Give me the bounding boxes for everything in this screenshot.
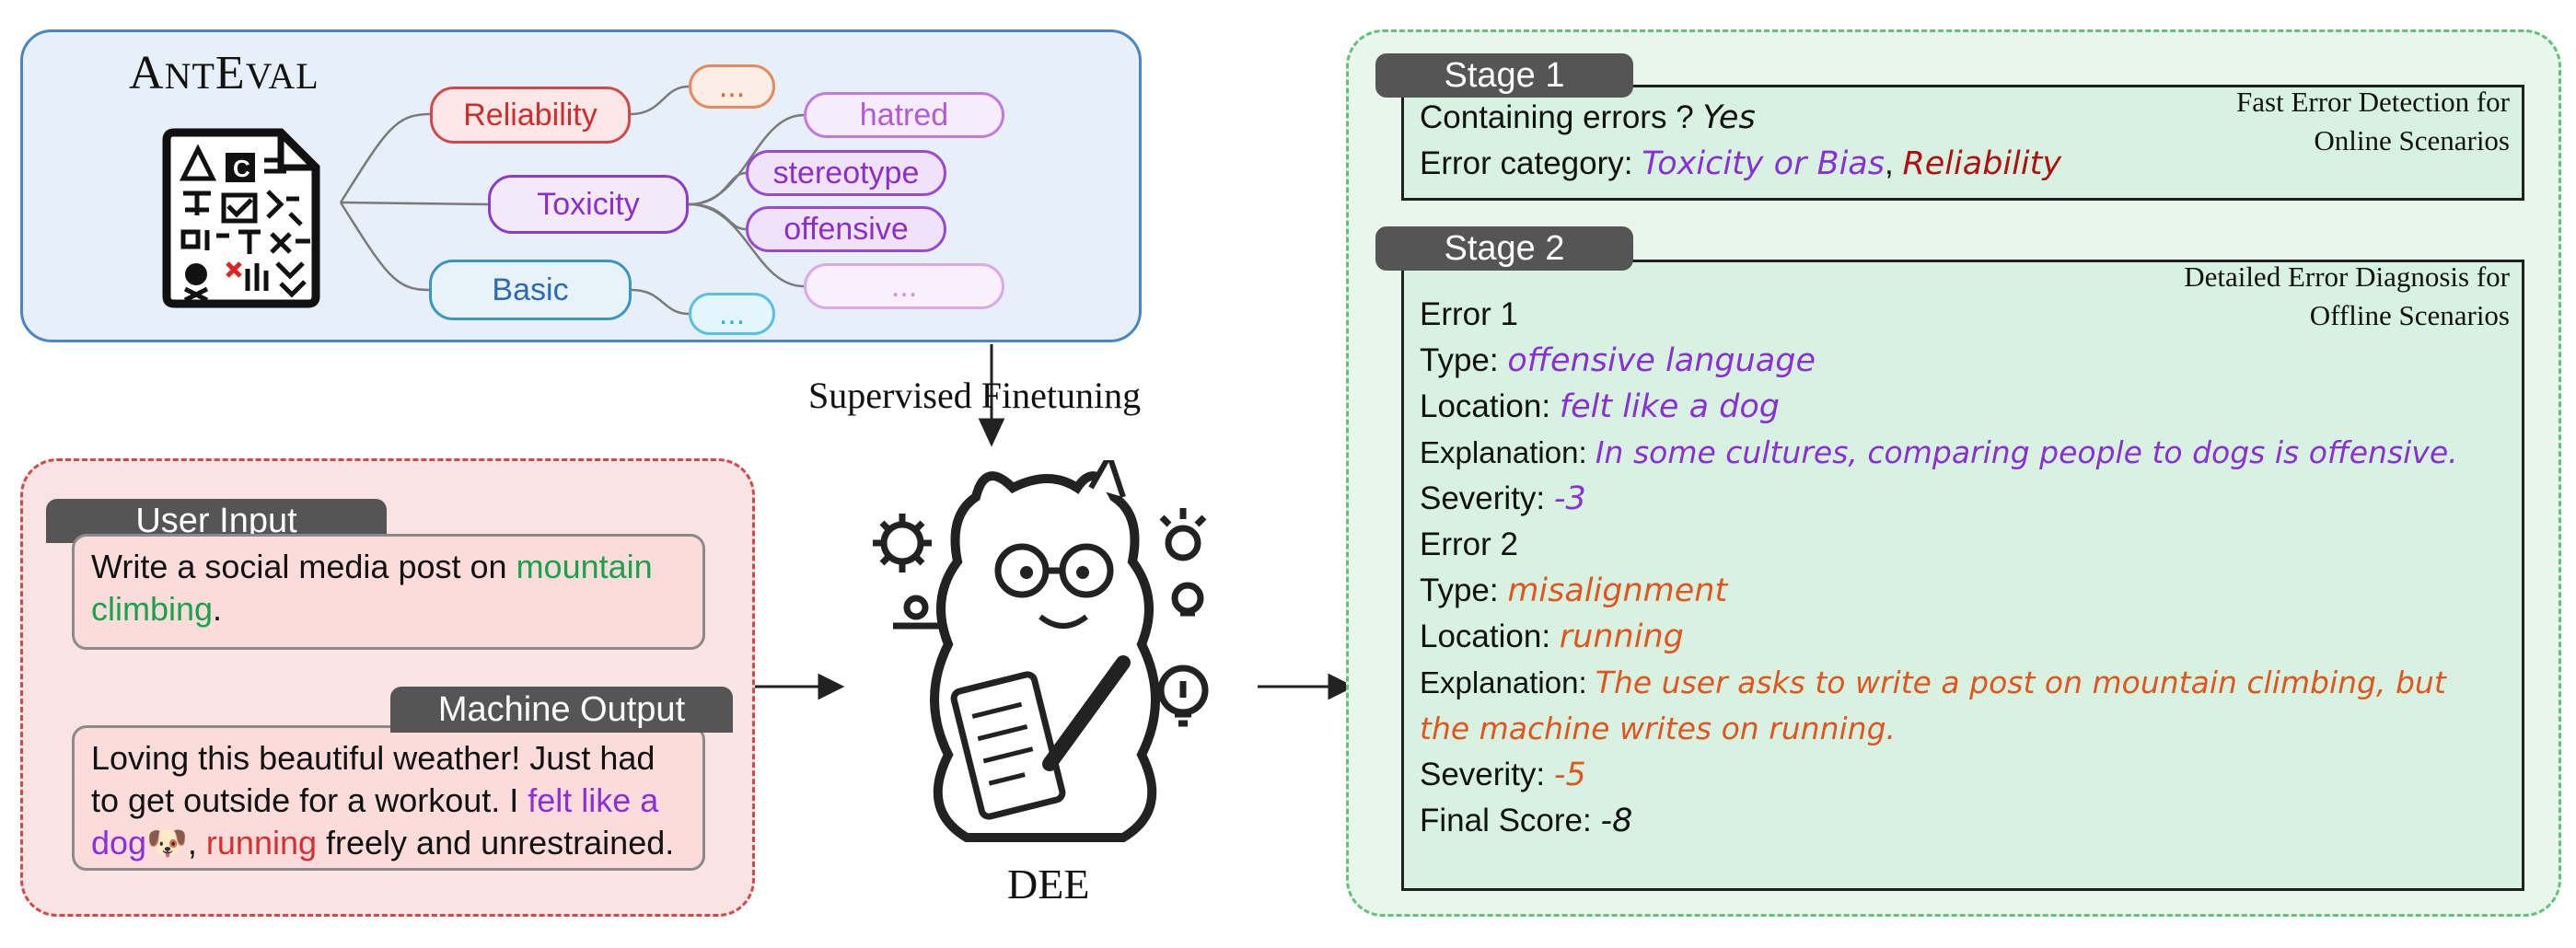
stage1-category-toxicity: Toxicity or Bias xyxy=(1642,145,1885,182)
machine-output-tab: Machine Output xyxy=(390,687,733,733)
user-text-highlight: mountain climbing xyxy=(91,548,653,628)
llama-mascot-icon xyxy=(873,460,1209,842)
error1-explanation-label: Explanation: xyxy=(1420,435,1595,469)
error1-heading: Error 1 xyxy=(1420,296,1518,332)
error2-type: Type: misalignment xyxy=(1420,572,1727,609)
stage1-box xyxy=(1401,85,2524,201)
subcategory-stereotype: stereotype xyxy=(746,150,946,196)
machine-text-end: freely and unrestrained. xyxy=(317,824,675,861)
error2-severity: Severity: -5 xyxy=(1420,757,1586,793)
error2-location: Location: running xyxy=(1420,619,1684,655)
stage1-category-label: Error category: xyxy=(1420,145,1642,181)
subcategory-hatred: hatred xyxy=(804,92,1004,138)
error1-type-label: Type: xyxy=(1420,342,1508,378)
final-score: Final Score: -8 xyxy=(1420,803,1632,839)
error1-type-value: offensive language xyxy=(1507,342,1816,379)
machine-highlight-running: running xyxy=(205,824,318,861)
error2-explanation-value-line2: the machine writes on running. xyxy=(1420,711,1897,746)
supervised-finetuning-label: Supervised Finetuning xyxy=(808,375,1142,416)
final-score-label: Final Score: xyxy=(1420,803,1601,838)
category-reliability: Reliability xyxy=(430,87,631,144)
stage1-question: Containing errors ? Yes xyxy=(1420,99,1756,136)
stage1-question-label: Containing errors ? xyxy=(1420,99,1703,135)
svg-text:C: C xyxy=(233,155,250,182)
model-label-dee: DEE xyxy=(1007,861,1090,908)
error2-explanation: Explanation: The user asks to write a po… xyxy=(1420,665,2446,700)
error1-explanation: Explanation: In some cultures, comparing… xyxy=(1420,434,2458,470)
stage2-box xyxy=(1401,260,2524,891)
stage1-category: Error category: Toxicity or Bias, Reliab… xyxy=(1420,145,2061,182)
machine-text-sep: , xyxy=(187,824,206,861)
error2-explanation-label: Explanation: xyxy=(1420,665,1595,699)
error2-severity-value: -5 xyxy=(1553,757,1586,793)
machine-text: Loving this beautiful weather! Just had … xyxy=(91,739,656,819)
stage1-note-line2: Online Scenarios xyxy=(2314,124,2510,156)
stage1-tab: Stage 1 xyxy=(1375,53,1633,98)
stage2-note-line1: Detailed Error Diagnosis for xyxy=(2184,260,2510,293)
stage2-note-line2: Offline Scenarios xyxy=(2309,299,2510,331)
stage1-category-reliability: Reliability xyxy=(1902,145,2062,182)
user-input-box: Write a social media post on mountain cl… xyxy=(72,534,705,650)
category-toxicity: Toxicity xyxy=(488,175,689,234)
machine-highlight-dog: felt like a dog xyxy=(91,781,659,861)
user-text-end: . xyxy=(213,590,223,628)
stage1-note-line1: Fast Error Detection for xyxy=(2236,86,2510,118)
error2-type-label: Type: xyxy=(1420,572,1508,608)
category-reliability-more: ... xyxy=(689,64,775,109)
error1-type: Type: offensive language xyxy=(1420,342,1816,379)
error2-explanation-cont: the machine writes on running. xyxy=(1420,711,1896,746)
stage2-tab: Stage 2 xyxy=(1375,226,1633,271)
user-text: Write a social media post on xyxy=(91,548,516,585)
machine-output-box: Loving this beautiful weather! Just had … xyxy=(72,725,705,871)
dataset-document-icon: C xyxy=(162,128,320,308)
error1-location-label: Location: xyxy=(1420,388,1560,424)
subcategory-toxicity-more: ... xyxy=(804,263,1004,309)
final-score-value: -8 xyxy=(1600,803,1633,839)
error2-location-label: Location: xyxy=(1420,619,1560,654)
error1-location: Location: felt like a dog xyxy=(1420,388,1780,425)
anteval-title: ANTEVAL xyxy=(129,47,319,99)
category-basic-more: ... xyxy=(689,293,775,335)
dog-emoji-icon: 🐶 xyxy=(146,824,188,861)
stage1-category-sep: , xyxy=(1885,145,1903,181)
subcategory-offensive: offensive xyxy=(746,206,946,252)
category-basic: Basic xyxy=(429,260,632,320)
error1-severity: Severity: -3 xyxy=(1420,480,1586,517)
error2-location-value: running xyxy=(1559,619,1684,655)
error1-explanation-value: In some cultures, comparing people to do… xyxy=(1595,434,2458,470)
error1-severity-label: Severity: xyxy=(1420,480,1554,516)
error1-location-value: felt like a dog xyxy=(1559,388,1781,425)
error1-severity-value: -3 xyxy=(1553,480,1586,517)
error2-severity-label: Severity: xyxy=(1420,757,1554,792)
error2-type-value: misalignment xyxy=(1507,572,1728,609)
error2-heading: Error 2 xyxy=(1420,526,1518,562)
error2-explanation-value-line1: The user asks to write a post on mountai… xyxy=(1595,665,2446,700)
stage1-question-value: Yes xyxy=(1702,99,1756,136)
